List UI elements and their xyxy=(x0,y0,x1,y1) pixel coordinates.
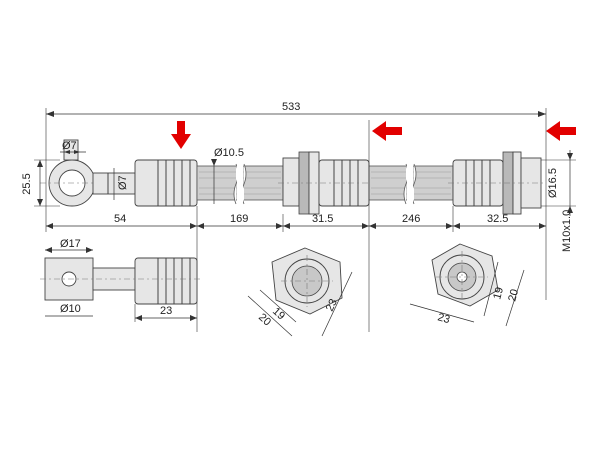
end-hex-c-label: 20 xyxy=(506,288,521,303)
hose-segment-1-label: 169 xyxy=(230,213,248,225)
end-dia-label: Ø16.5 xyxy=(547,168,559,198)
top-view-length-label: 23 xyxy=(160,305,172,317)
overall-length-dimension: 533 xyxy=(45,101,547,300)
end-hex-end-view: 23 19 20 xyxy=(409,243,525,326)
top-view-bore-label: Ø10 xyxy=(60,303,81,315)
arrow-left-icon xyxy=(372,121,402,141)
thread-label: M10x1.0 xyxy=(561,210,573,252)
hose-side-view xyxy=(40,139,546,215)
thread-dimension: M10x1.0 xyxy=(561,210,573,252)
banjo-top-view: Ø17 Ø10 23 xyxy=(40,238,200,322)
tube-bore-label: Ø7 xyxy=(117,175,129,190)
eye-height-label: 25.5 xyxy=(21,173,33,194)
end-hex-b-label: 19 xyxy=(491,286,506,301)
eye-height-dimension: 25.5 xyxy=(21,159,60,207)
end-fitting-length-label: 32.5 xyxy=(487,213,508,225)
end-dia-dimension: Ø16.5 xyxy=(541,150,576,216)
mid-hex-c-label: 23 xyxy=(324,297,340,313)
hose-dia-dimension: Ø10.5 xyxy=(211,147,244,204)
mid-fitting-length-label: 31.5 xyxy=(312,213,333,225)
tube-bore-dimension: Ø7 xyxy=(113,168,129,200)
end-hex-a-label: 23 xyxy=(436,311,451,326)
top-view-dia-label: Ø17 xyxy=(60,238,81,250)
hose-dia-label: Ø10.5 xyxy=(214,147,244,159)
eye-bore-dimension: Ø7 xyxy=(60,140,86,154)
arrow-left-icon xyxy=(546,121,576,141)
lower-dimension-row: 54 169 31.5 246 32.5 xyxy=(46,120,546,332)
hose-segment-2-label: 246 xyxy=(402,213,420,225)
mid-hex-end-view: 19 20 23 xyxy=(247,247,353,337)
fitting-left-length-label: 54 xyxy=(114,213,126,225)
eye-bore-label: Ø7 xyxy=(62,140,77,152)
arrow-down-icon xyxy=(171,121,191,149)
overall-length-label: 533 xyxy=(282,101,300,113)
